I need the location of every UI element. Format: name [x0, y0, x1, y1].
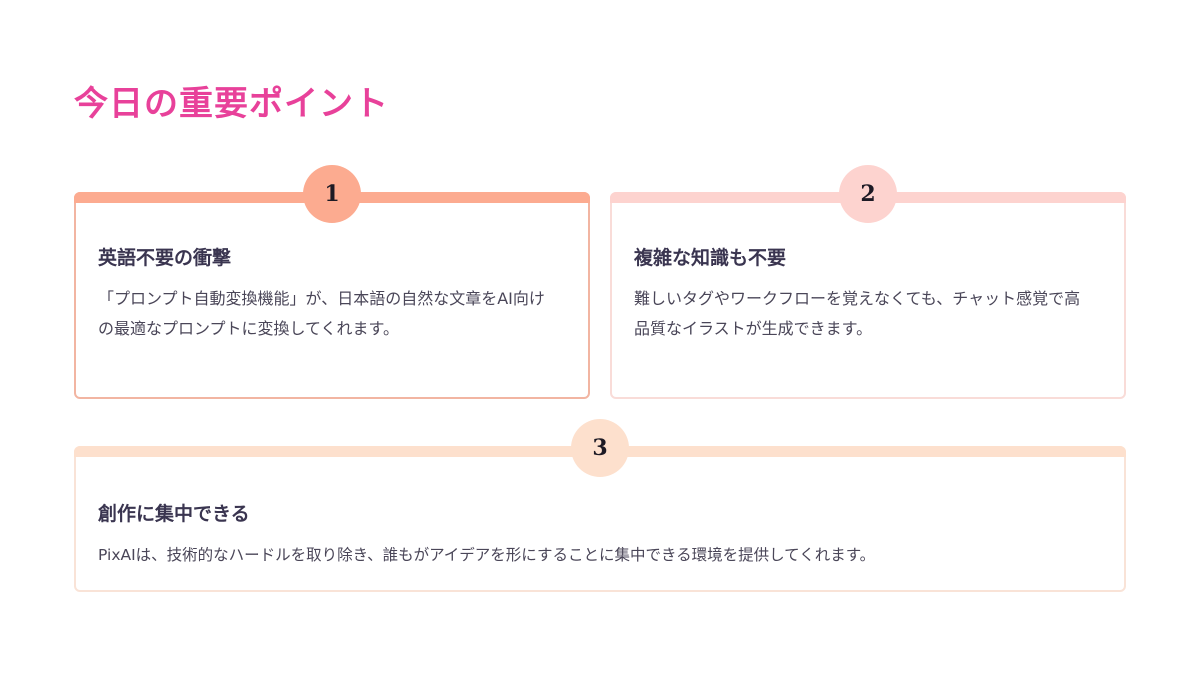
point-card-1: 1 英語不要の衝撃 「プロンプト自動変換機能」が、日本語の自然な文章をAI向けの…	[74, 165, 590, 399]
point-card-2: 2 複雑な知識も不要 難しいタグやワークフローを覚えなくても、チャット感覚で高品…	[610, 165, 1126, 399]
point-heading-1: 英語不要の衝撃	[98, 247, 232, 269]
point-number-badge-2: 2	[839, 165, 897, 223]
point-card-3: 3 創作に集中できる PixAIは、技術的なハードルを取り除き、誰もがアイデアを…	[74, 419, 1126, 592]
point-body-1: 「プロンプト自動変換機能」が、日本語の自然な文章をAI向けの最適なプロンプトに変…	[98, 289, 545, 338]
point-number-badge-1: 1	[303, 165, 361, 223]
point-body-2: 難しいタグやワークフローを覚えなくても、チャット感覚で高品質なイラストが生成でき…	[634, 289, 1081, 338]
point-number-badge-3: 3	[571, 419, 629, 477]
point-heading-3: 創作に集中できる	[98, 503, 250, 525]
point-body-3: PixAIは、技術的なハードルを取り除き、誰もがアイデアを形にすることに集中でき…	[98, 546, 876, 564]
page-title: 今日の重要ポイント	[74, 84, 389, 124]
point-heading-2: 複雑な知識も不要	[634, 247, 787, 269]
